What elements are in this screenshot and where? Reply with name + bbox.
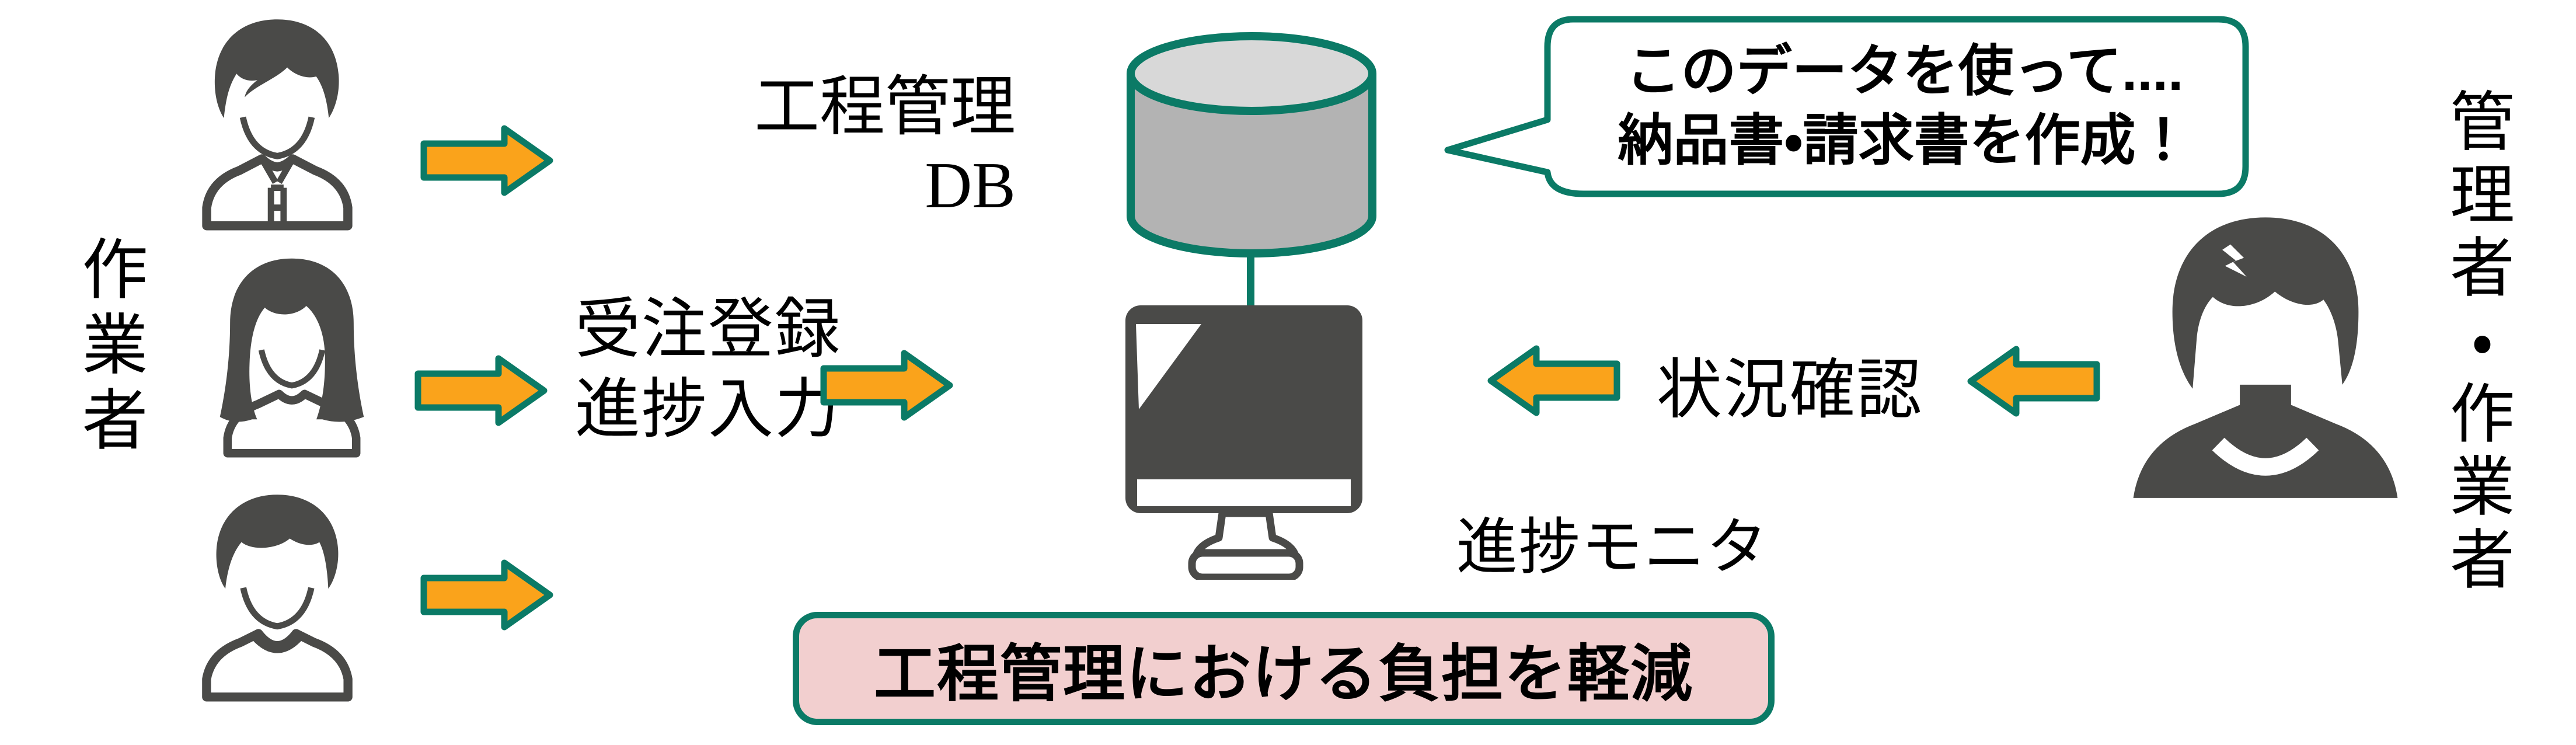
person-male2-outline-icon <box>187 488 368 702</box>
speech-bubble-text: このデータを使って.... 納品書・請求書を作成！ <box>1570 28 2239 184</box>
arrow-right-icon <box>413 351 549 430</box>
arrow-right-icon <box>419 556 555 634</box>
order-entry-line1: 受注登録 <box>575 294 841 366</box>
database-label: 工程管理DB <box>754 71 1016 222</box>
person-female-outline-icon <box>207 251 377 462</box>
status-check-text: 状況確認 <box>1657 354 1923 427</box>
benefit-banner: 工程管理における負担を軽減 <box>793 612 1775 725</box>
database-cylinder-icon <box>1122 28 1381 264</box>
order-entry-text: 受注登録 進捗入力 <box>575 290 841 450</box>
speech-bubble <box>1433 15 2253 199</box>
arrow-right-icon <box>419 121 555 200</box>
manager-worker-label: 管理者・作業者 <box>2439 88 2511 598</box>
arrow-right-icon <box>819 346 954 424</box>
monitor-label: 進捗モニタ <box>1456 513 1769 582</box>
desktop-monitor-icon <box>1122 301 1369 580</box>
benefit-banner-text: 工程管理における負担を軽減 <box>874 640 1693 709</box>
speech-bubble-line2: 納品書・請求書を作成！ <box>1618 110 2191 172</box>
person-filled-icon <box>2131 211 2400 499</box>
order-entry-line2: 進捗入力 <box>575 373 841 446</box>
person-male-outline-icon <box>187 12 368 234</box>
speech-bubble-line1: このデータを使って.... <box>1625 40 2184 103</box>
db-monitor-connector-line <box>1247 257 1254 312</box>
arrow-left-icon <box>1966 342 2101 420</box>
arrow-left-icon <box>1486 342 1622 420</box>
workers-label: 作業者 <box>72 235 145 461</box>
